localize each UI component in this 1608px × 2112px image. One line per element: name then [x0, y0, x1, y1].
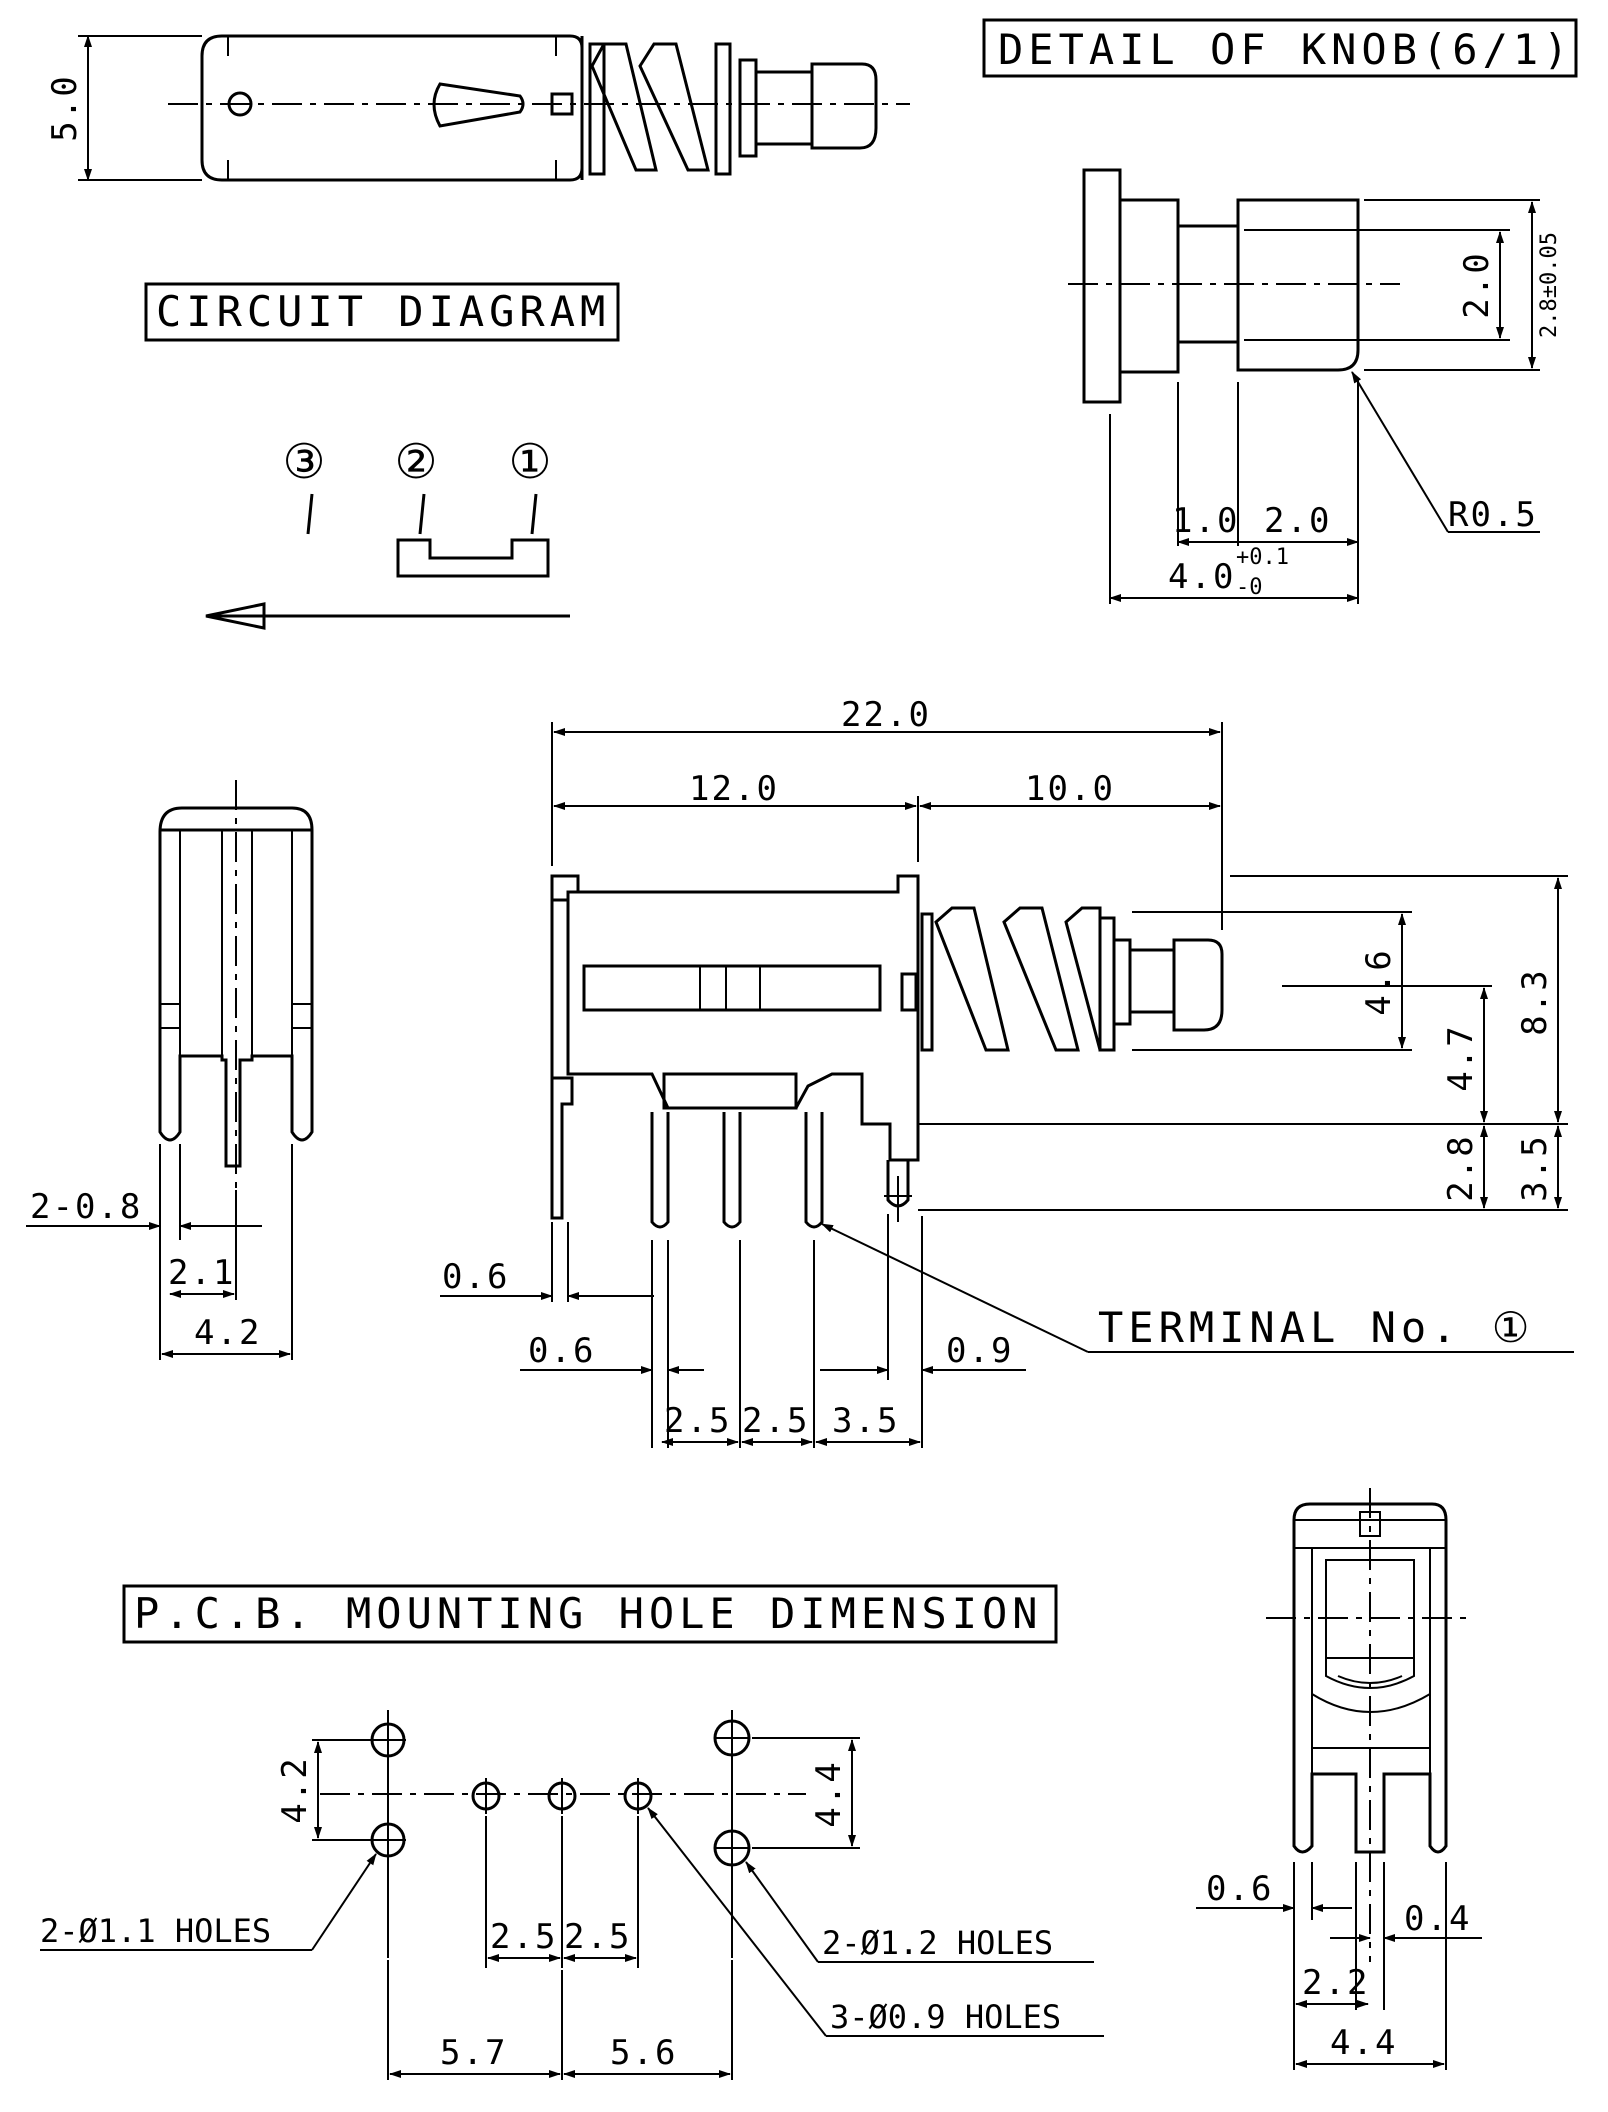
end-pin-w: 2-0.8 — [30, 1187, 142, 1227]
knob-tol-plus: +0.1 — [1236, 545, 1289, 570]
front-w-0-6: 0.6 — [1206, 1869, 1273, 1909]
side-h-8-3: 8.3 — [1515, 968, 1555, 1035]
side-w-0-6b: 0.6 — [528, 1331, 595, 1371]
terminal-no-1-label: TERMINAL No. ① — [1098, 1303, 1534, 1352]
end-pitch: 2.1 — [168, 1253, 235, 1293]
side-h-4-7: 4.7 — [1441, 1024, 1481, 1091]
side-h-2-8: 2.8 — [1441, 1134, 1481, 1201]
top-height-label: 5.0 — [45, 74, 85, 141]
side-knob-len: 10.0 — [1025, 769, 1115, 809]
end-width: 4.2 — [194, 1313, 261, 1353]
title-pcb-mounting: P.C.B. MOUNTING HOLE DIMENSION — [134, 1589, 1043, 1638]
knob-dia-2-8: 2.8±0.05 — [1537, 232, 1562, 338]
pcb-p2: 2.5 — [564, 1917, 631, 1957]
circuit-terminal-1: ① — [508, 434, 551, 490]
knob-detail: DETAIL OF KNOB(6/1) 2.0 2.8±0.05 1.0 2.0… — [982, 18, 1578, 604]
knob-len-1-0: 1.0 — [1172, 501, 1239, 541]
top-view: 5.0 — [45, 34, 910, 182]
pcb-holes-center: 3-Ø0.9 HOLES — [830, 1998, 1061, 2036]
knob-tol-minus: -0 — [1236, 575, 1263, 600]
knob-len-4-0: 4.0 — [1168, 557, 1235, 597]
side-pitch-2: 2.5 — [742, 1401, 809, 1441]
side-w-0-6a: 0.6 — [442, 1257, 509, 1297]
circuit-diagram: CIRCUIT DIAGRAM ③ ② ① — [144, 282, 620, 630]
side-view: 22.0 12.0 10.0 4.6 — [440, 695, 1574, 1448]
pcb-p1: 2.5 — [490, 1917, 557, 1957]
front-w-4-4: 4.4 — [1330, 2023, 1397, 2063]
title-detail-knob: DETAIL OF KNOB(6/1) — [998, 25, 1573, 74]
side-total-len: 22.0 — [841, 695, 931, 735]
knob-radius: R0.5 — [1448, 495, 1538, 535]
knob-dia-2-0: 2.0 — [1457, 251, 1497, 318]
circuit-terminal-3: ③ — [282, 434, 325, 490]
front-view: 0.6 0.4 2.2 4.4 — [1196, 1488, 1482, 2070]
pcb-right-pitch: 4.4 — [809, 1760, 849, 1827]
side-h-3-5: 3.5 — [1515, 1134, 1555, 1201]
title-circuit-diagram: CIRCUIT DIAGRAM — [156, 287, 610, 336]
front-w-0-4: 0.4 — [1404, 1899, 1471, 1939]
side-pitch-3: 3.5 — [832, 1401, 899, 1441]
pcb-d-right: 5.6 — [610, 2033, 677, 2073]
front-w-2-2: 2.2 — [1302, 1963, 1369, 2003]
side-h-4-6: 4.6 — [1359, 948, 1399, 1015]
side-pitch-1: 2.5 — [664, 1401, 731, 1441]
circuit-terminal-2: ② — [394, 434, 437, 490]
end-view: 2-0.8 2.1 4.2 — [26, 780, 314, 1360]
pcb-holes-right: 2-Ø1.2 HOLES — [822, 1924, 1053, 1962]
pcb-left-pitch: 4.2 — [275, 1756, 315, 1823]
pcb-holes-left: 2-Ø1.1 HOLES — [40, 1912, 271, 1950]
pcb-d-left: 5.7 — [440, 2033, 507, 2073]
knob-len-2-0: 2.0 — [1264, 501, 1331, 541]
side-body-len: 12.0 — [689, 769, 779, 809]
side-w-0-9: 0.9 — [946, 1331, 1013, 1371]
pcb-mounting: P.C.B. MOUNTING HOLE DIMENSION 4.2 4.4 2… — [40, 1584, 1104, 2080]
